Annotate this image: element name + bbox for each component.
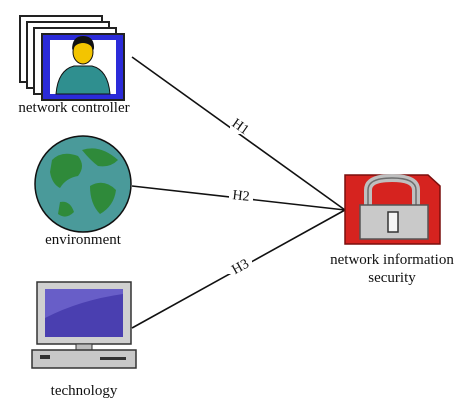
computer-icon	[31, 281, 137, 369]
edge-h1-label-bg	[230, 118, 252, 134]
node-label-technology: technology	[51, 383, 118, 399]
globe-icon	[34, 135, 132, 233]
node-label-security-line1: network information	[330, 252, 454, 268]
padlock-icon	[344, 173, 441, 245]
person-stack-icon	[19, 15, 125, 101]
edge-h2-label: H2	[232, 188, 251, 205]
node-label-controller: network controller	[18, 100, 129, 116]
edge-h3-label-bg	[228, 258, 252, 274]
edge-h2-label-bg	[229, 188, 253, 204]
node-label-security-line2: security	[368, 270, 416, 286]
edge-h3-label: H3	[230, 257, 252, 278]
node-label-environment: environment	[45, 232, 122, 248]
